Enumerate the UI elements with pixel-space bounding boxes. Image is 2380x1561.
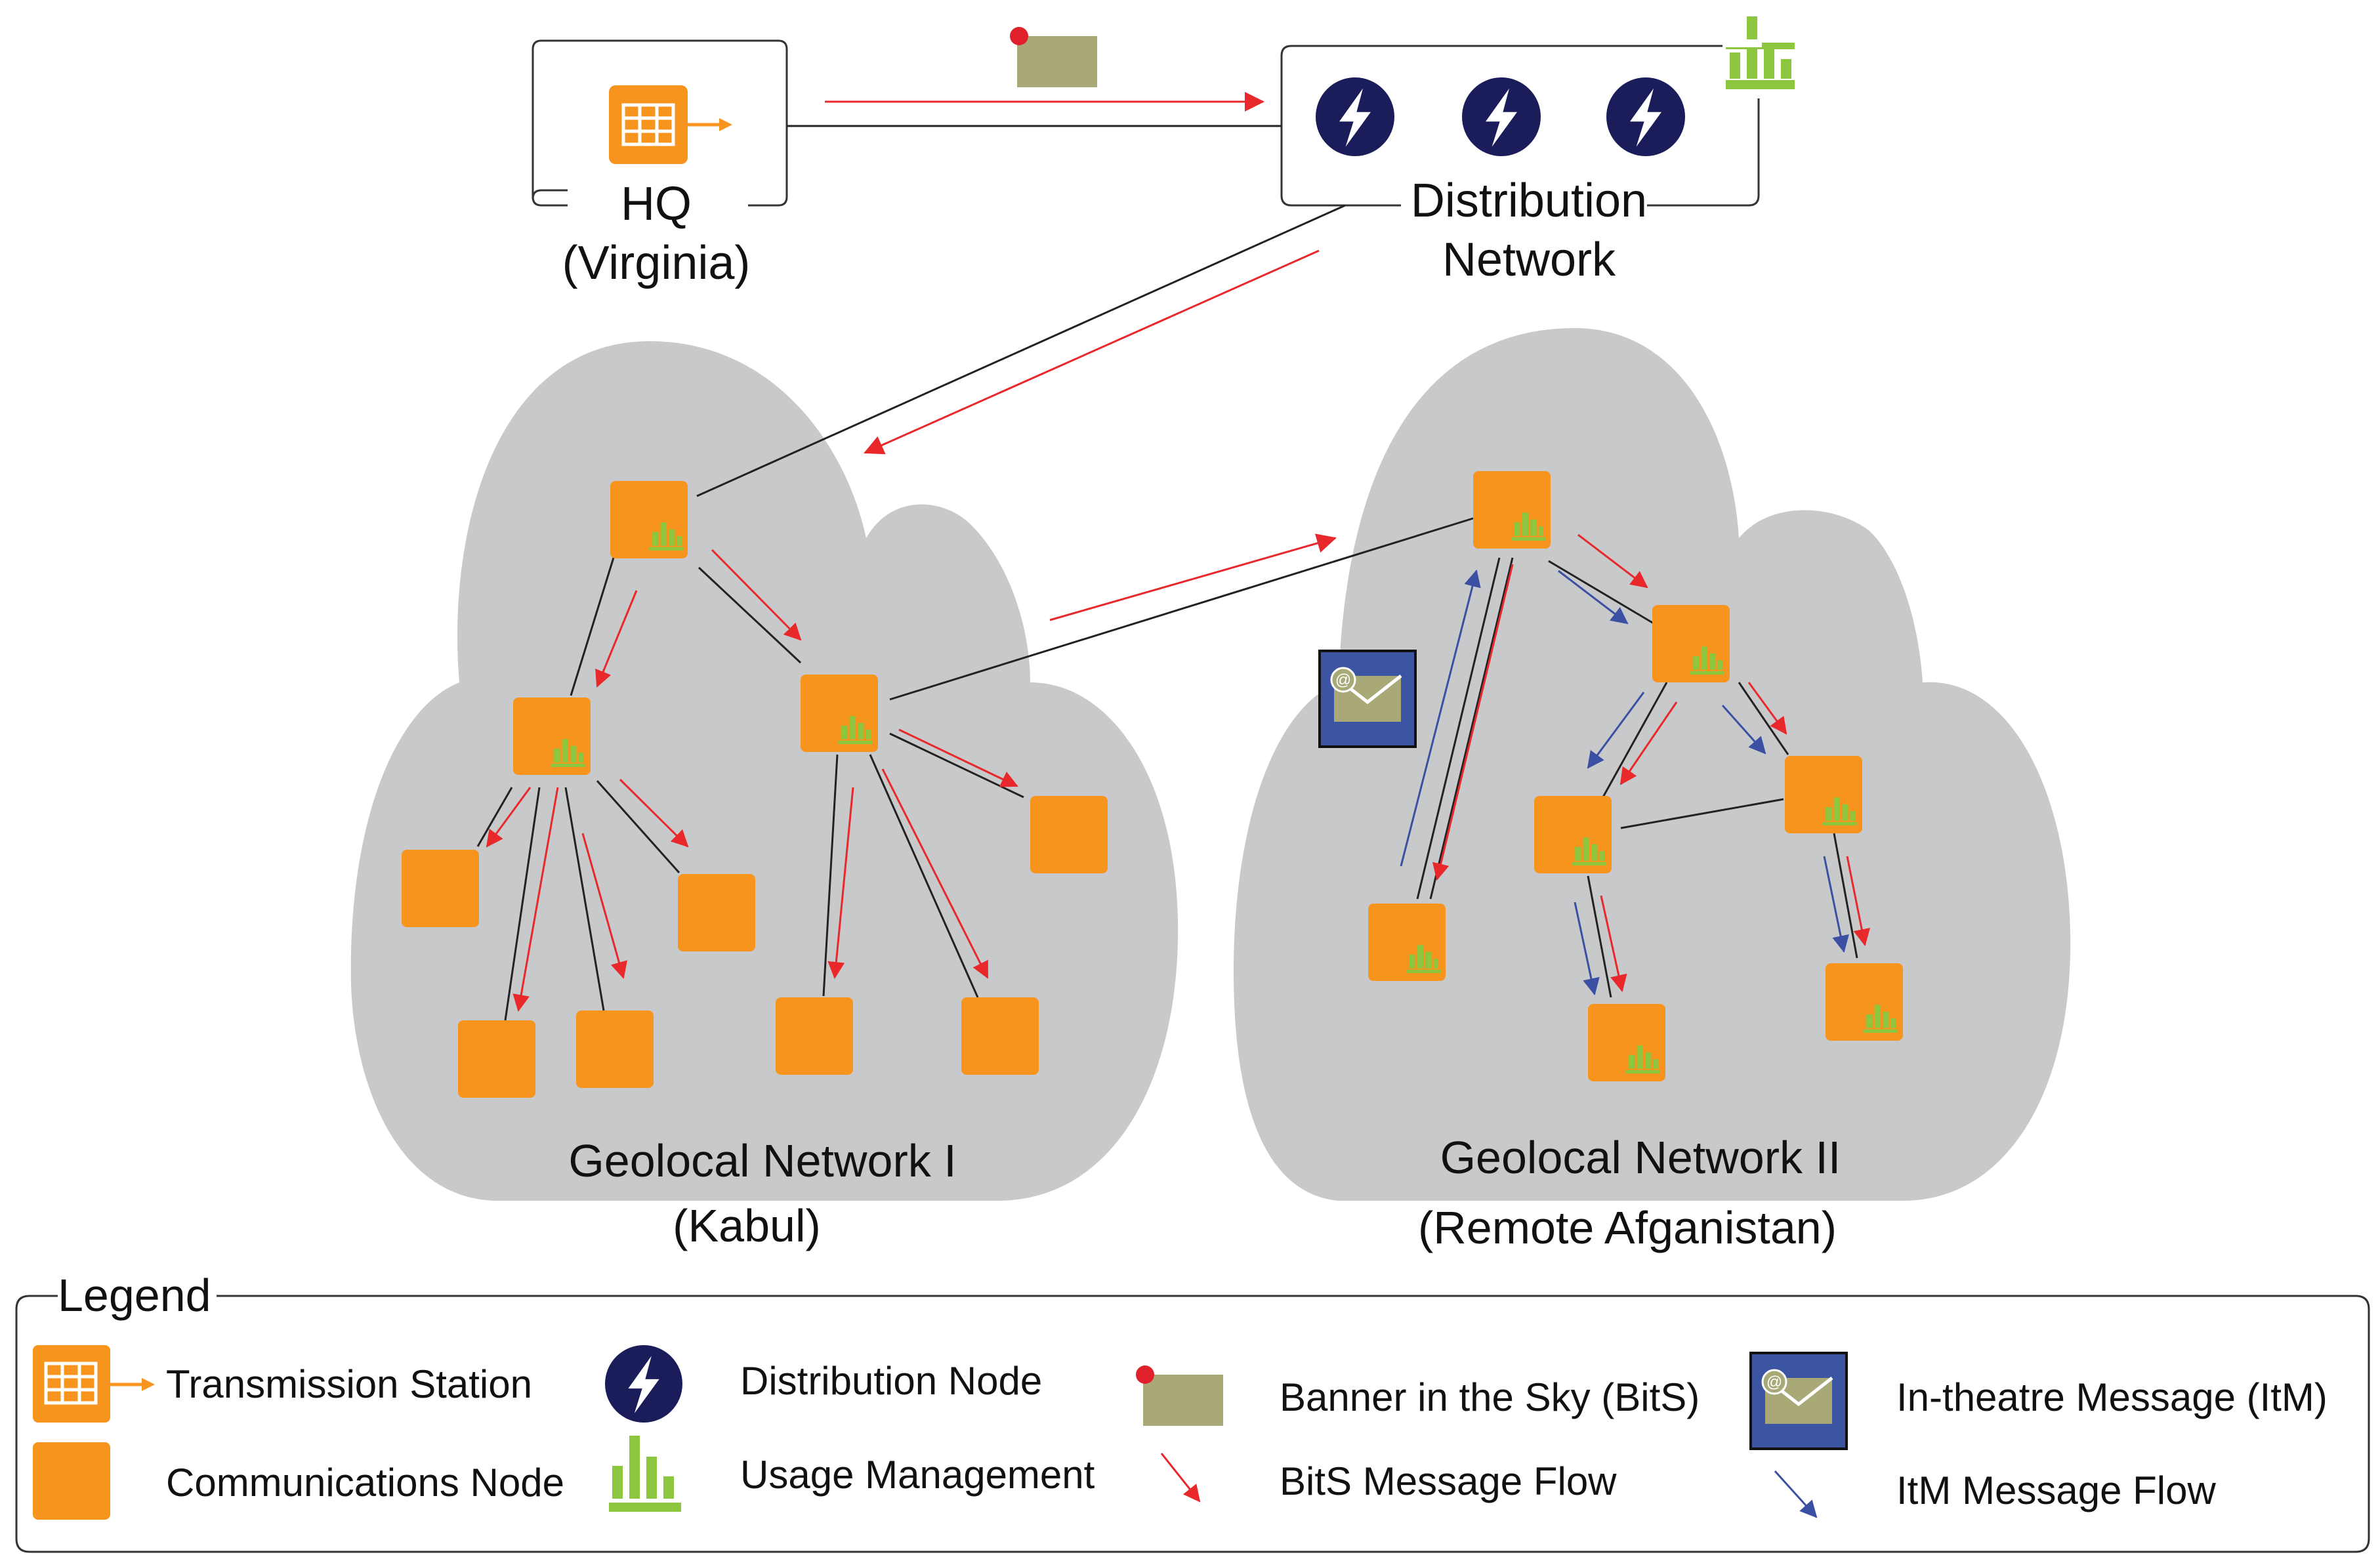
geo2-node-mid [1652, 605, 1730, 682]
geo2-label: Geolocal Network II [1440, 1132, 1841, 1183]
legend-transmission-station-label: Transmission Station [166, 1362, 532, 1406]
distribution-node-icon-3 [1606, 77, 1685, 156]
legend-communications-node-icon [33, 1442, 110, 1520]
distribution-node-icon-2 [1462, 77, 1541, 156]
geo1-node-root [610, 481, 688, 558]
distribution-label: Distribution [1411, 175, 1647, 227]
hq-sublabel: (Virginia) [562, 237, 751, 289]
legend-communications-node-label: Communications Node [166, 1461, 564, 1505]
hq-box [532, 39, 788, 207]
usage-management-icon-top [1726, 16, 1795, 89]
legend-banner-icon [1136, 1365, 1223, 1426]
legend-usage-management-icon [609, 1436, 681, 1512]
banner-icon [1010, 27, 1097, 87]
transmission-station-icon [609, 85, 732, 164]
legend-itm-flow-label: ItM Message Flow [1896, 1468, 2216, 1512]
geo1-node-left [513, 697, 591, 775]
geo1-label: Geolocal Network I [568, 1135, 956, 1186]
bits-flow-geo1-to-geo2 [1049, 533, 1337, 621]
geo2-node-left [1534, 796, 1612, 873]
geo1-leaf-7 [1030, 796, 1108, 873]
geo2-node-right [1785, 756, 1862, 833]
geo1-sublabel: (Kabul) [673, 1200, 821, 1251]
geo2-node-far-left [1368, 904, 1446, 981]
legend-envelope-icon [1751, 1353, 1847, 1449]
geo1-leaf-3 [576, 1010, 654, 1088]
envelope-at-icon [1320, 651, 1415, 747]
legend-banner-label: Banner in the Sky (BitS) [1280, 1375, 1700, 1419]
distribution-node-icon-1 [1316, 77, 1394, 156]
legend: Legend Transmission Station Communicatio… [15, 1270, 2370, 1553]
legend-title: Legend [58, 1270, 211, 1321]
geo1-leaf-5 [776, 997, 853, 1075]
geo1-edges [476, 549, 1024, 1021]
geo1-leaf-1 [402, 850, 479, 927]
geo1-node-right [801, 675, 878, 752]
geo2-node-bottom-left [1588, 1004, 1665, 1081]
geo1-leaf-6 [961, 997, 1039, 1075]
legend-distribution-node-icon [605, 1345, 682, 1423]
legend-bits-flow-label: BitS Message Flow [1280, 1459, 1617, 1503]
geo2-node-root [1473, 471, 1551, 549]
legend-itm-flow-arrow [1774, 1470, 1818, 1518]
geolocal-network-1-cloud [350, 341, 1179, 1201]
legend-itm-label: In-theatre Message (ItM) [1896, 1375, 2328, 1419]
hq-label: HQ [621, 178, 692, 230]
legend-distribution-node-label: Distribution Node [740, 1359, 1042, 1403]
geo2-sublabel: (Remote Afganistan) [1418, 1202, 1837, 1253]
legend-usage-management-label: Usage Management [740, 1453, 1095, 1497]
bits-flow-distribution-to-geo1 [864, 249, 1320, 455]
distribution-geo1-link [696, 204, 1346, 497]
geo1-geo2-link [889, 517, 1474, 701]
distribution-sublabel: Network [1442, 234, 1616, 286]
legend-transmission-station-icon [33, 1345, 155, 1423]
geo2-edges [1400, 533, 1871, 998]
geo1-leaf-2 [458, 1020, 535, 1098]
geo2-node-bottom-right [1826, 963, 1903, 1041]
geo1-leaf-4 [678, 874, 755, 951]
legend-bits-flow-arrow [1160, 1453, 1201, 1503]
